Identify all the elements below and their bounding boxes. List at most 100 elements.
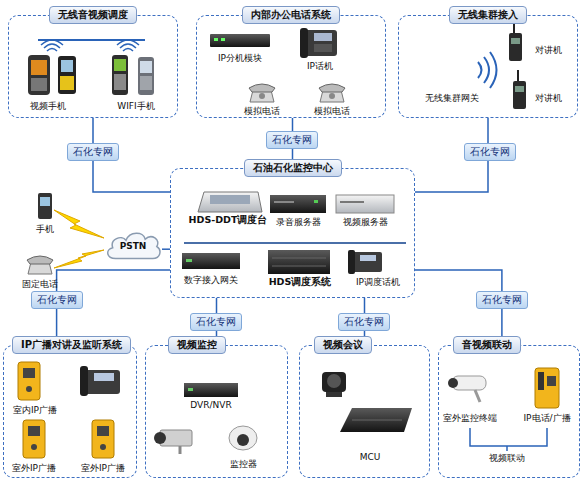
ip-phone xyxy=(314,44,332,52)
device-label: 视频联动 xyxy=(489,452,525,465)
device-label: 对讲机 xyxy=(535,44,562,57)
node-text: PSTN xyxy=(120,241,147,251)
fixed-phone xyxy=(27,256,53,264)
indoor-broadcast xyxy=(23,368,35,378)
ip-phone xyxy=(300,28,308,58)
recording-server xyxy=(270,195,326,213)
dispatch-system xyxy=(268,250,330,274)
outdoor-broadcast xyxy=(23,420,45,458)
cloud-shape xyxy=(108,233,160,258)
wifi-phone xyxy=(140,76,152,90)
desk-phone xyxy=(80,366,120,396)
indoor-broadcast xyxy=(18,362,40,400)
walkie-talkie xyxy=(511,38,520,44)
desk-phone xyxy=(84,370,120,394)
ip-phone xyxy=(314,33,332,41)
outdoor-camera xyxy=(448,376,486,402)
video-phone xyxy=(61,60,73,72)
device-label: 室外IP广播 xyxy=(81,462,125,475)
group-title: 视频监控 xyxy=(168,336,226,354)
device-label: IP电话/广播 xyxy=(523,412,570,425)
digital-gateway xyxy=(182,253,240,269)
outdoor-camera xyxy=(448,378,458,388)
wifi-phone xyxy=(140,61,152,73)
network-label: 石化专网 xyxy=(190,313,242,331)
ip-dispatch-phone xyxy=(348,250,355,274)
outdoor-camera xyxy=(475,390,480,402)
recording-server xyxy=(274,201,294,203)
indoor-broadcast xyxy=(26,386,32,392)
analog-phone xyxy=(319,84,345,92)
device-label: IP调度话机 xyxy=(356,276,400,289)
network-cloud: PSTN xyxy=(104,230,162,262)
box-camera xyxy=(154,432,166,444)
device-label: WIFI手机 xyxy=(117,100,154,113)
digital-gateway xyxy=(186,259,192,262)
outdoor-broadcast xyxy=(23,420,114,458)
ip-phone-broadcast xyxy=(538,372,544,390)
analog-phone xyxy=(249,84,275,102)
network-link xyxy=(162,248,170,250)
recording-server xyxy=(314,200,318,203)
wifi-symbol xyxy=(41,40,139,51)
device-label: 室内IP广播 xyxy=(13,404,57,417)
device-label: HDS调度系统 xyxy=(269,276,332,289)
group-title: 内部办公电话系统 xyxy=(242,6,340,24)
group-title: 无线音视频调度 xyxy=(49,6,137,24)
device-label: IP分机模块 xyxy=(218,52,262,65)
device-label: HDS-DDT调度台 xyxy=(189,214,268,227)
digital-gateway xyxy=(182,253,240,269)
rugged-phone xyxy=(31,60,47,75)
walkie-talkie xyxy=(509,22,522,61)
device-label: 视频手机 xyxy=(30,100,66,113)
device-label: 模拟电话 xyxy=(314,105,350,118)
network-label: 石化专网 xyxy=(67,143,119,161)
radio-waves xyxy=(484,57,489,83)
network-label: 石化专网 xyxy=(31,291,83,309)
walkie-talkie xyxy=(513,81,526,109)
box-camera xyxy=(160,430,192,446)
device-label: MCU xyxy=(360,452,381,462)
radio-waves xyxy=(490,52,497,88)
conference-camera xyxy=(322,372,346,392)
dispatch-console xyxy=(198,192,262,212)
wifi-symbol xyxy=(117,40,139,45)
device-label: IP话机 xyxy=(307,60,333,73)
wifi-phone xyxy=(114,74,126,90)
ip-extension-module xyxy=(210,34,270,47)
mcu-device xyxy=(340,408,412,432)
outdoor-broadcast xyxy=(100,444,106,450)
rugged-phone xyxy=(28,55,50,95)
desk-phone xyxy=(80,366,88,396)
fixed-phone xyxy=(27,256,53,274)
fixed-phone xyxy=(28,262,52,274)
outdoor-broadcast xyxy=(97,426,109,436)
network-label: 石化专网 xyxy=(464,143,516,161)
video-phone xyxy=(58,56,76,94)
group-title: 视频会议 xyxy=(314,336,372,354)
device-label: 对讲机 xyxy=(535,92,562,105)
outdoor-broadcast xyxy=(92,420,114,458)
conference-camera xyxy=(322,372,346,397)
mcu-device xyxy=(340,408,412,432)
radio-waves xyxy=(478,52,497,88)
network-label: 石化专网 xyxy=(476,291,528,309)
video-phone xyxy=(58,56,76,94)
outdoor-broadcast xyxy=(28,426,40,436)
video-phone xyxy=(60,76,74,90)
group-title: 音视频联动 xyxy=(453,336,521,354)
blue-bar xyxy=(38,39,145,41)
box-camera xyxy=(179,446,182,454)
network-label: 石化专网 xyxy=(266,131,318,149)
analog-phone xyxy=(250,90,274,102)
ip-phone xyxy=(300,28,337,58)
device-label: 室外IP广播 xyxy=(12,462,56,475)
dome-camera xyxy=(229,426,257,450)
ip-extension-module xyxy=(210,34,270,47)
linkage-wire xyxy=(506,446,508,451)
ip-extension-module xyxy=(221,38,225,41)
outdoor-camera xyxy=(452,376,486,390)
walkie-talkie xyxy=(515,86,524,92)
system-group: 视频监控 xyxy=(145,345,288,478)
